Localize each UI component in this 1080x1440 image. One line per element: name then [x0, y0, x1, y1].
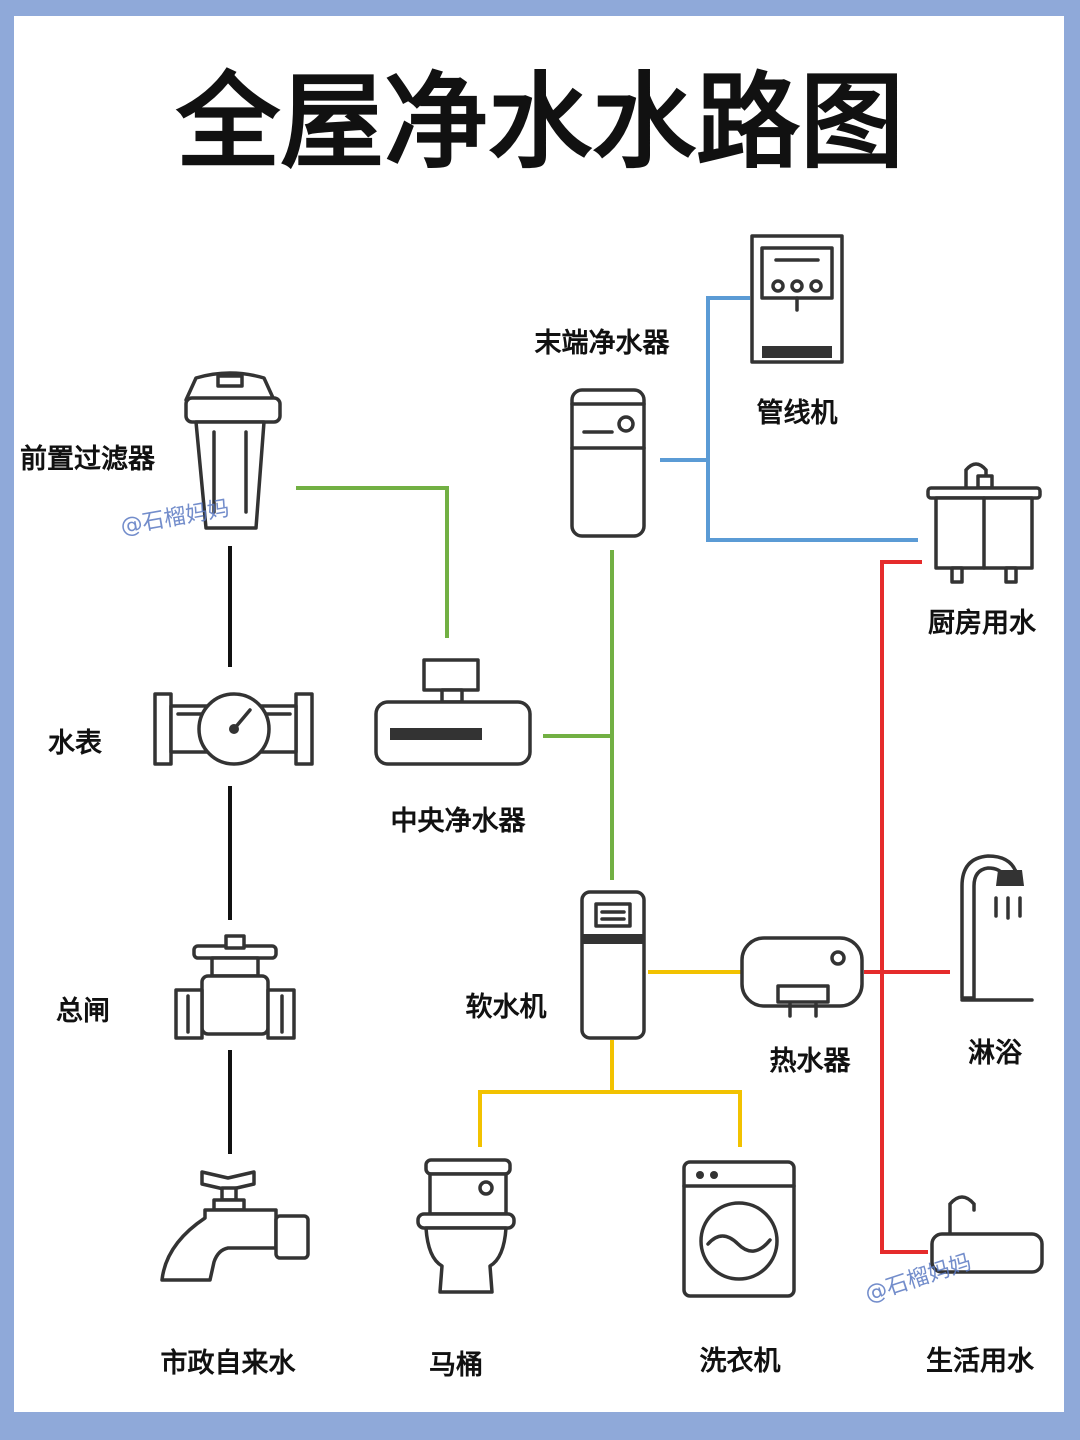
label-toilet: 马桶 [429, 1350, 483, 1381]
label-kitchen-water: 厨房用水 [928, 608, 1037, 639]
washing-machine-icon [682, 1160, 796, 1298]
kitchen-sink-icon [926, 462, 1042, 584]
watermark-1: @石榴妈妈 [119, 496, 232, 540]
label-washing-machine: 洗衣机 [700, 1345, 781, 1377]
label-central-purifier: 中央净水器 [391, 806, 527, 837]
terminal-purifier-icon [570, 388, 646, 538]
label-pipeline-machine: 管线机 [757, 398, 838, 429]
label-pre-filter: 前置过滤器 [20, 443, 156, 475]
toilet-icon [416, 1158, 516, 1294]
label-domestic-water: 生活用水 [926, 1346, 1035, 1377]
pipeline-machine-icon [750, 234, 844, 364]
label-terminal-purifier: 末端净水器 [535, 328, 671, 359]
label-water-heater: 热水器 [770, 1046, 852, 1077]
label-softener: 软水机 [466, 992, 547, 1023]
valve-icon [174, 934, 296, 1040]
shower-icon [960, 854, 1034, 1002]
red-pipes [864, 560, 950, 1254]
watermark-2: @石榴妈妈 [862, 1250, 974, 1308]
page-title: 全屋净水水路图 [175, 61, 904, 183]
label-main-valve: 总闸 [56, 996, 110, 1027]
softener-icon [580, 890, 646, 1040]
green-pipes [296, 486, 614, 880]
blue-pipes [660, 296, 918, 542]
basin-icon [930, 1195, 1044, 1274]
label-municipal-water: 市政自来水 [161, 1347, 297, 1379]
labels: 前置过滤器 水表 总闸 市政自来水 中央净水器 末端净水器 管线机 厨房用水 软… [20, 328, 1037, 1381]
pipe-blue-vertical [706, 296, 918, 542]
pipe-filter-central [296, 486, 449, 638]
water-heater-icon [740, 936, 864, 1018]
water-meter-icon [153, 692, 314, 766]
label-water-meter: 水表 [48, 728, 102, 759]
faucet-icon [160, 1170, 310, 1282]
pipe-red-main [880, 560, 928, 1254]
central-purifier-icon [374, 658, 532, 766]
pre-filter-icon [184, 371, 282, 530]
label-shower: 淋浴 [968, 1038, 1023, 1069]
yellow-pipes [478, 970, 744, 1147]
pipe-toilet-washer [478, 1090, 742, 1147]
